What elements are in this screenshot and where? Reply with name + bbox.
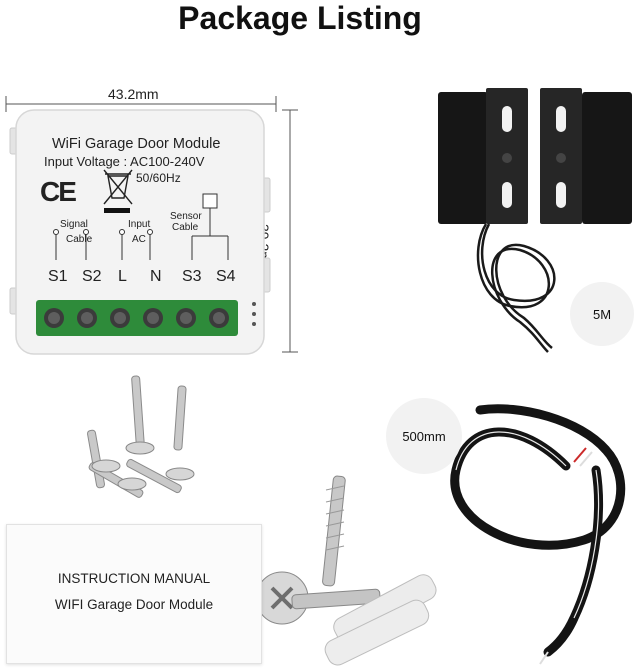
sensor-length-badge: 5M <box>570 282 634 346</box>
terminal-label-n: N <box>150 268 162 285</box>
module-input-voltage: Input Voltage : AC100-240V <box>44 154 205 169</box>
page-title: Package Listing <box>178 0 422 36</box>
ce-mark: CE <box>40 176 77 207</box>
terminal-label-l: L <box>118 268 127 285</box>
wifi-module-image: WiFi Garage Door Module Input Voltage : … <box>9 108 271 356</box>
label-signal: Signal <box>60 219 88 230</box>
label-signal-cable: Cable <box>66 234 93 245</box>
manual-title: INSTRUCTION MANUAL <box>57 571 211 586</box>
label-input: Input <box>128 219 151 230</box>
width-dimension-label: 43.2mm <box>108 86 159 102</box>
label-sensor-cable: Cable <box>172 222 199 233</box>
instruction-manual-card: INSTRUCTION MANUAL WIFI Garage Door Modu… <box>6 524 262 664</box>
manual-subtitle: WIFI Garage Door Module <box>54 597 214 612</box>
module-frequency: 50/60Hz <box>136 171 181 185</box>
module-title: WiFi Garage Door Module <box>52 136 221 152</box>
label-sensor: Sensor <box>170 211 202 222</box>
terminal-label-s1: S1 <box>48 268 68 285</box>
terminal-label-s3: S3 <box>182 268 202 285</box>
terminal-label-s4: S4 <box>216 268 236 285</box>
terminal-label-s2: S2 <box>82 268 102 285</box>
label-ac: AC <box>132 234 146 245</box>
cable-length-badge: 500mm <box>386 398 462 474</box>
